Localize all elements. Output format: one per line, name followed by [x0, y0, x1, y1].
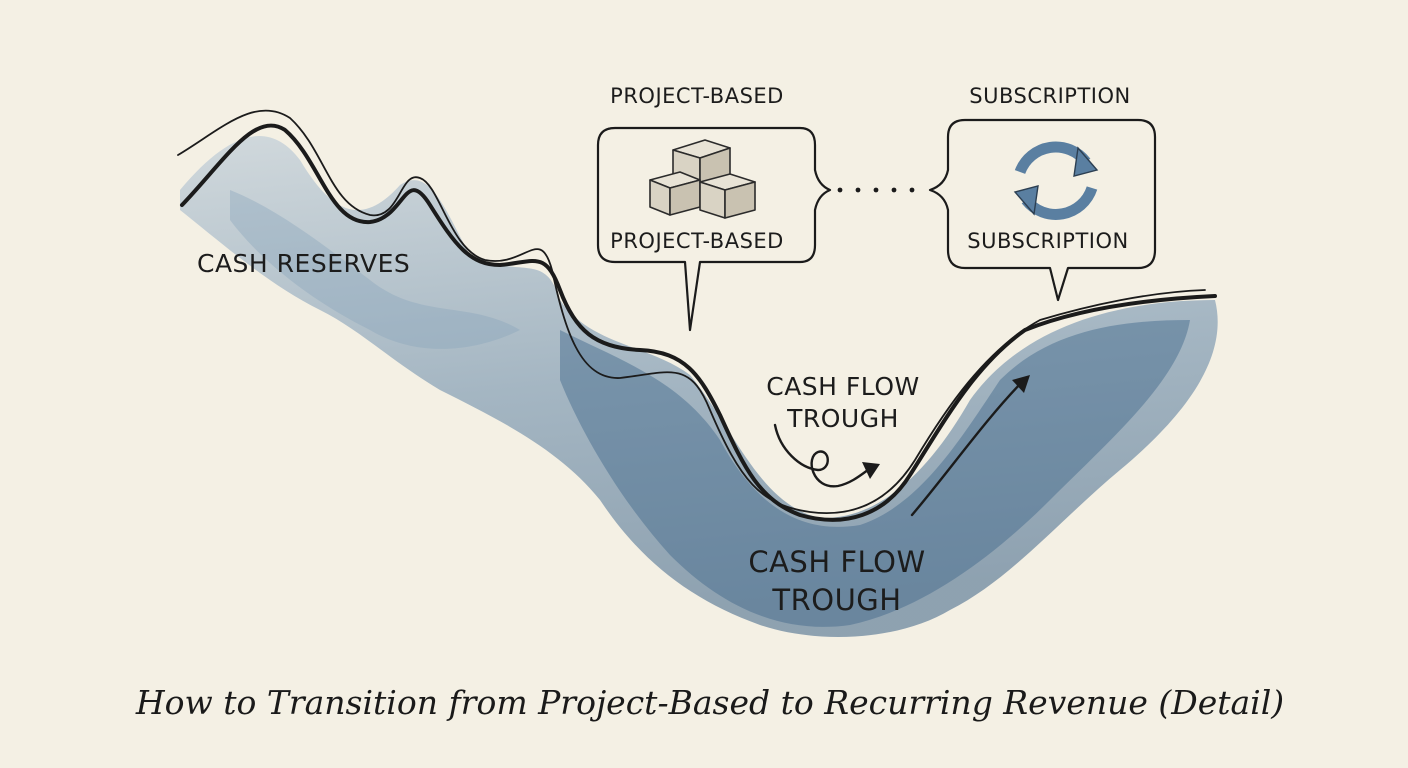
cycle-arrows-icon — [1013, 141, 1099, 220]
curly-arrow-icon — [773, 423, 880, 488]
subscription-inner-label: SUBSCRIPTION — [967, 229, 1128, 253]
cash-curve — [177, 109, 1217, 522]
trough-label-low-line1: CASH FLOW — [748, 545, 925, 579]
subscription-bubble: SUBSCRIPTION — [928, 118, 1157, 302]
trough-label-mid-line2: TROUGH — [786, 404, 899, 433]
stacked-boxes-icon — [649, 139, 756, 219]
watercolor-wash — [180, 136, 1218, 637]
project-based-inner-label: PROJECT-BASED — [610, 229, 784, 253]
subscription-heading: SUBSCRIPTION — [969, 84, 1130, 108]
diagram-title: How to Transition from Project-Based to … — [135, 683, 1284, 722]
trough-label-mid-line1: CASH FLOW — [766, 372, 920, 401]
rising-arrow-icon — [910, 375, 1030, 517]
project-based-bubble: PROJECT-BASED — [596, 126, 832, 332]
project-based-heading: PROJECT-BASED — [610, 84, 784, 108]
dotted-connector — [837, 187, 915, 193]
cash-reserves-label: CASH RESERVES — [197, 249, 410, 278]
trough-label-low-line2: TROUGH — [771, 583, 901, 617]
